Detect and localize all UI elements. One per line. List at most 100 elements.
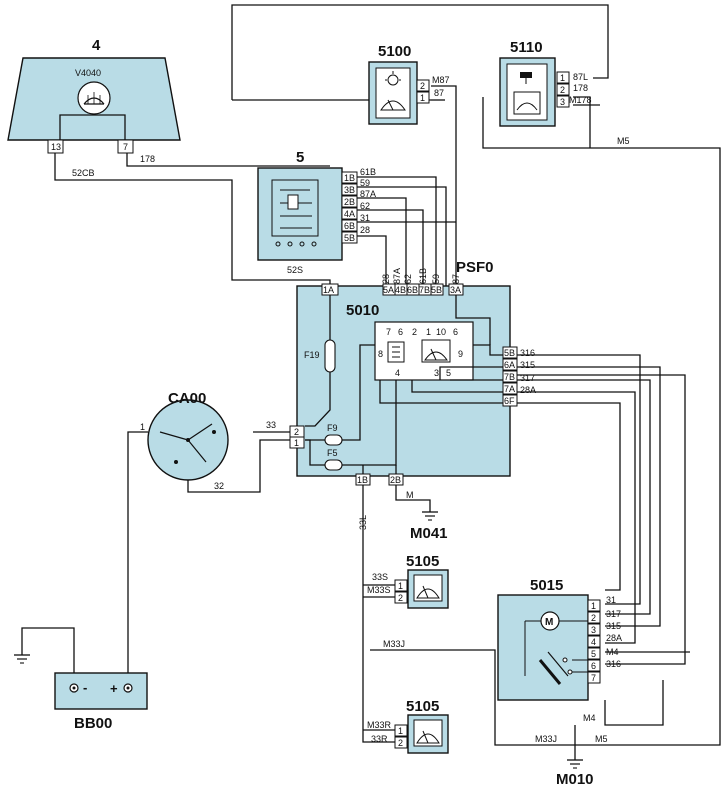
seat-heater-icon [83, 92, 105, 105]
component-5110-label: 5110 [510, 39, 543, 56]
wire-label: M33S [367, 585, 391, 595]
wire-label: 28A [520, 385, 536, 395]
wire-label: 316 [520, 348, 535, 358]
wire-label: 178 [140, 154, 155, 164]
washer-pump-icon [413, 574, 443, 602]
pin-label: 13 [51, 142, 61, 152]
rear-wiper-icon [513, 91, 541, 115]
component-5: 5 1B 3B 2B 4A 6B 5B 61B 59 87A 62 31 28 … [257, 149, 376, 275]
pin-label: 1 [398, 726, 403, 736]
wire-label: 33L [358, 515, 368, 530]
ca00-label: CA00 [168, 390, 206, 407]
wire-label: M178 [569, 95, 592, 105]
pin-label: 5 [446, 368, 451, 378]
motor-icon: M [524, 611, 588, 676]
pin-label: 2B [390, 475, 401, 485]
pin-label: 7B [504, 372, 515, 382]
component-5110: 5110 1 2 3 87L 178 M178 M5 [499, 39, 630, 146]
wire-label: 178 [573, 83, 588, 93]
wiper-icon [380, 99, 406, 111]
wire-label: 59 [360, 178, 370, 188]
pin-label: 7A [504, 384, 515, 394]
pin-label: 10 [436, 327, 446, 337]
pin-label: 1B [357, 475, 368, 485]
m041-label: M041 [410, 525, 448, 542]
park-switch-icon [538, 651, 588, 685]
wire-label: M5 [617, 136, 630, 146]
pin-label: 8 [378, 349, 383, 359]
wire-label: 28 [360, 225, 370, 235]
pin-label: 5B [431, 285, 442, 295]
ground-icon [14, 654, 30, 664]
pin-label: 6F [504, 396, 515, 406]
wire-label: M [406, 490, 414, 500]
pin-label: 5B [504, 348, 515, 358]
wire-label: 33 [266, 420, 276, 430]
pin-label: 5B [344, 233, 355, 243]
washer-pump-icon [413, 719, 443, 747]
pin-label: 1 [560, 73, 565, 83]
ground-icon [422, 511, 438, 521]
component-5105-upper: 5105 1 2 33S M33S M33J [367, 553, 449, 649]
svg-text:M: M [545, 617, 553, 628]
component-5100: 5100 2 1 M87 87 [368, 43, 450, 125]
pin-label: 2B [344, 197, 355, 207]
wire-label: M4 [583, 713, 596, 723]
ground-m041: M M041 [406, 490, 448, 542]
psf0-label: PSF0 [456, 259, 494, 276]
pin-label: 5A [383, 285, 394, 295]
wire-label: M5 [595, 734, 608, 744]
pin-label: 3 [434, 368, 439, 378]
component-5105-label: 5105 [406, 698, 439, 715]
wire-label: 32 [214, 481, 224, 491]
fuse-label: F5 [327, 448, 338, 458]
wire-label: 33S [372, 572, 388, 582]
wire-label: 33R [371, 734, 388, 744]
fuse-f19: F19 [304, 339, 336, 373]
pin-label: 1 [420, 93, 425, 103]
pin-label: 4B [395, 285, 406, 295]
fuse-f9: F9 [324, 423, 343, 446]
pin-label: 6 [591, 661, 596, 671]
component-5100-label: 5100 [378, 43, 411, 60]
relay-icon [387, 341, 405, 363]
switch-contact-icon [159, 423, 216, 464]
ground-icon [567, 759, 583, 769]
component-5105-lower: 5105 1 2 M33R 33R [367, 698, 449, 754]
wire-label: 87A [392, 268, 402, 284]
pin-label: 6 [398, 327, 403, 337]
pin-label: 2 [420, 81, 425, 91]
pin-label: 2 [398, 593, 403, 603]
wire-label: 52S [287, 265, 303, 275]
switch-icon [520, 72, 532, 84]
wire-label: 317 [520, 373, 535, 383]
pin-label: 1 [426, 327, 431, 337]
pin-label: 1 [140, 422, 145, 432]
pin-label: 4A [344, 209, 355, 219]
wire-label: 62 [360, 201, 370, 211]
battery-bb00: - + BB00 [14, 654, 148, 732]
battery-minus: - [83, 680, 87, 695]
wire-label: 28A [606, 633, 622, 643]
pin-label: 1 [294, 438, 299, 448]
m010-label: M010 [556, 771, 594, 788]
battery-plus: + [110, 681, 118, 696]
wiper-icon [421, 339, 451, 363]
pin-label: 1B [344, 173, 355, 183]
wire-label: 315 [520, 360, 535, 370]
pin-label: 2 [412, 327, 417, 337]
pin-label: 3A [450, 285, 461, 295]
wire-label: M33R [367, 720, 392, 730]
psf0-fuse-box: PSF0 5010 28 87A 62 61B 59 87 1A 5A 4B 6… [289, 259, 536, 486]
pin-label: 7 [386, 327, 391, 337]
pin-label: 2 [398, 738, 403, 748]
component-5015-label: 5015 [530, 577, 563, 594]
component-4: 4 V4040 13 7 52CB 178 [7, 37, 181, 178]
pin-label: 2 [294, 427, 299, 437]
relay-module-icon [271, 179, 319, 247]
component-5105-label: 5105 [406, 553, 439, 570]
pin-label: 2 [591, 613, 596, 623]
wire-label: 61B [418, 268, 428, 284]
pin-label: 3B [344, 185, 355, 195]
